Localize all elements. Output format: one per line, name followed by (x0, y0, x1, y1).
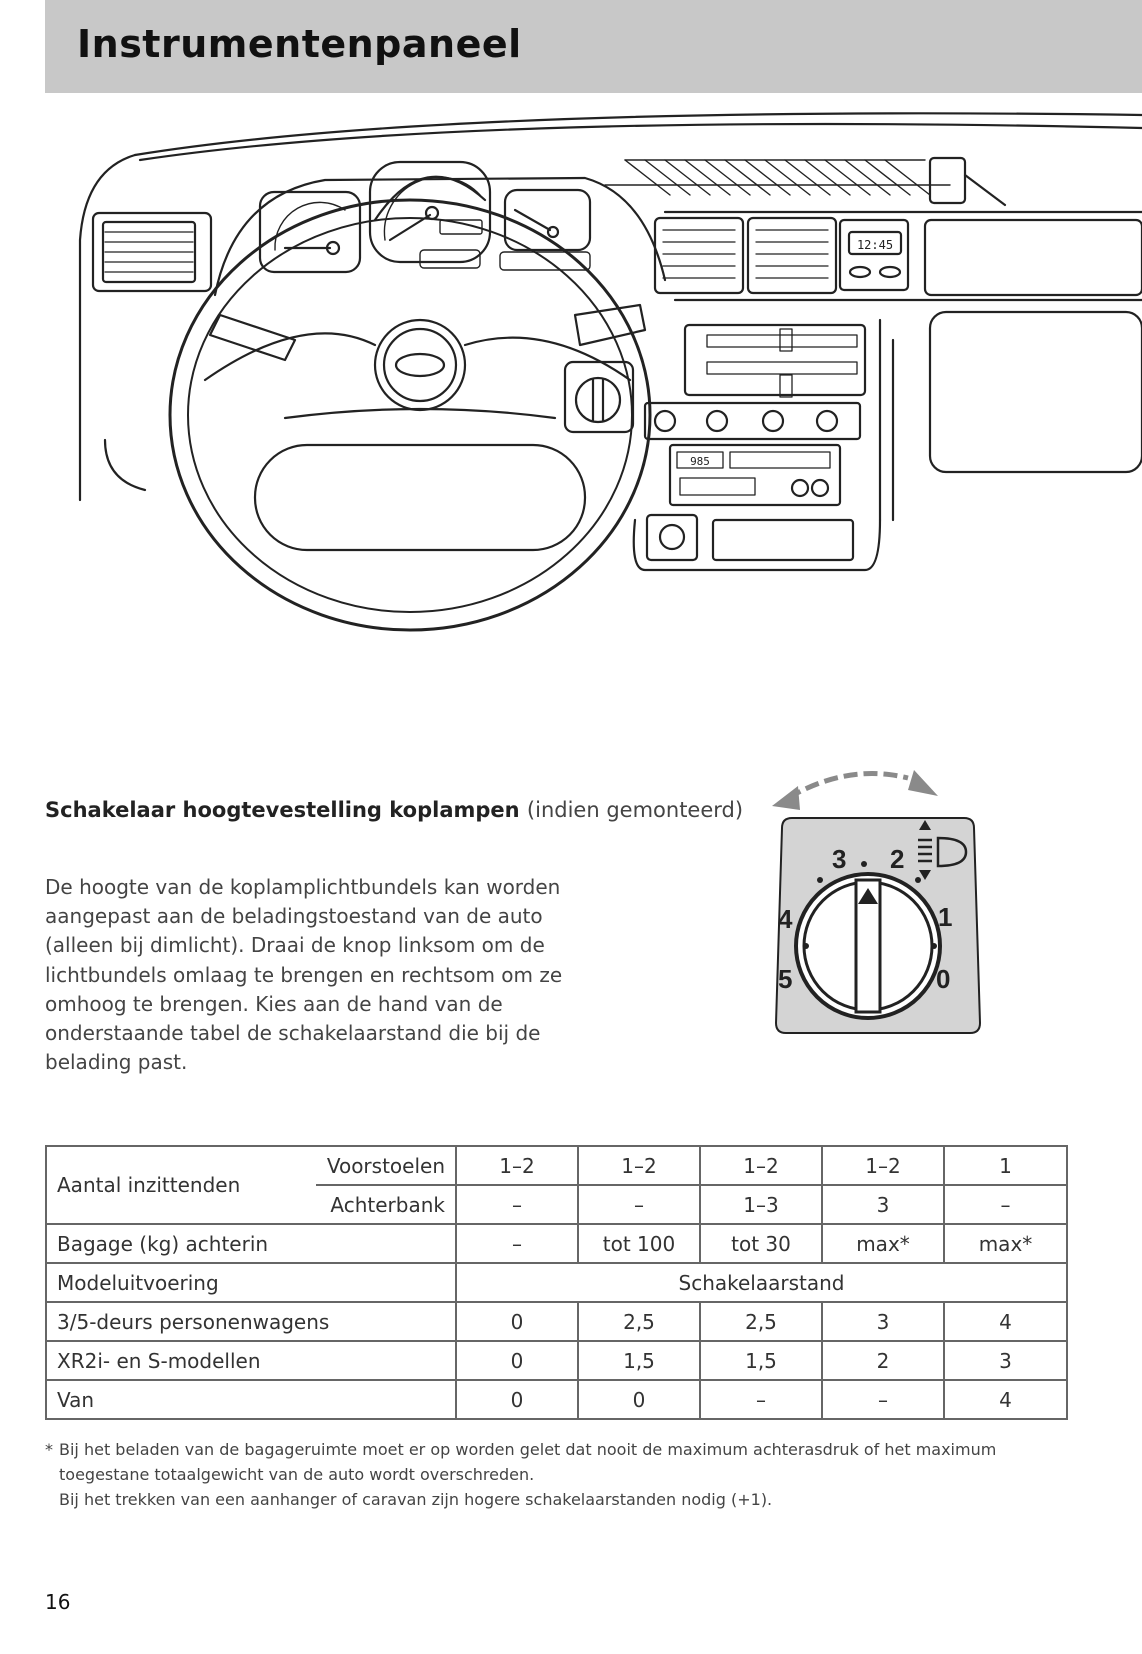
group-label: Aantal inzittenden (45, 1145, 316, 1225)
demister-grille (604, 159, 951, 196)
table-row: Achterbank – – 1–3 3 – (46, 1184, 1068, 1225)
header-band (45, 0, 1142, 93)
table-cell: 4 (943, 1379, 1068, 1420)
center-air-vents (653, 216, 838, 295)
footnote-marker: * (45, 1440, 53, 1459)
knob-position-5: 5 (778, 964, 792, 994)
table-cell: 1 (943, 1145, 1068, 1186)
model-label: Modeluitvoering (45, 1262, 457, 1303)
table-cell: 2,5 (699, 1301, 823, 1342)
table-cell: – (577, 1184, 701, 1225)
knob-illustration: 3 2 1 0 4 5 (772, 770, 982, 1034)
left-air-vent (91, 211, 213, 293)
table-cell: – (699, 1379, 823, 1420)
radio-unit: 985 (668, 443, 842, 507)
section-heading-bold: Schakelaar hoogtevestelling koplampen (45, 798, 520, 822)
table-row: Aantal inzittenden Voorstoelen 1–2 1–2 1… (45, 1145, 1068, 1225)
table-cell: 0 (455, 1379, 579, 1420)
table-cell: – (455, 1184, 579, 1225)
headlamp-symbol-icon (918, 820, 968, 880)
table-cell: – (821, 1379, 945, 1420)
table-cell: 2 (821, 1340, 945, 1381)
dashboard-clock: 12:45 (838, 218, 910, 292)
table-cell: 3 (821, 1184, 945, 1225)
table-cell: tot 100 (577, 1223, 701, 1264)
table-cell: 3 (943, 1340, 1068, 1381)
section-heading: Schakelaar hoogtevestelling koplampen (i… (45, 795, 743, 826)
table-cell: 0 (455, 1301, 579, 1342)
section-heading-note: (indien gemonteerd) (526, 798, 744, 822)
table-cell: – (455, 1223, 579, 1264)
body-text: De hoogte van de koplamplichtbundels kan… (45, 875, 563, 1075)
table-cell: 1,5 (577, 1340, 701, 1381)
small-headlamp-knob (563, 360, 635, 434)
row-label: XR2i- en S-modellen (45, 1340, 457, 1381)
footnote-line-2: Bij het trekken van een aanhanger of car… (59, 1490, 773, 1509)
table-cell: 1–3 (699, 1184, 823, 1225)
luggage-label: Bagage (kg) achterin (45, 1223, 457, 1264)
table-cell: 0 (455, 1340, 579, 1381)
svg-text:12:45: 12:45 (857, 238, 893, 252)
rear-label: Achterbank (316, 1184, 457, 1225)
table-cell: 3 (821, 1301, 945, 1342)
footnote-line-1: Bij het beladen van de bagageruimte moet… (59, 1440, 997, 1484)
heater-controls (643, 323, 867, 441)
table-cell: max* (943, 1223, 1068, 1264)
knob-position-0: 0 (936, 964, 950, 994)
knob-position-3: 3 (832, 844, 846, 874)
table-cell: – (943, 1184, 1068, 1225)
table-cell: 1–2 (699, 1145, 823, 1186)
table-cell: 1–2 (821, 1145, 945, 1186)
table-row: XR2i- en S-modellen 0 1,5 1,5 2 3 (45, 1340, 1068, 1381)
table-cell: 2,5 (577, 1301, 701, 1342)
table-row: Modeluitvoering Schakelaarstand (45, 1262, 1068, 1303)
front-label: Voorstoelen (316, 1145, 457, 1186)
page-title: Instrumentenpaneel (77, 22, 522, 66)
rotation-arrow (772, 770, 938, 810)
table-cell: 1–2 (455, 1145, 579, 1186)
switch-position-label: Schakelaarstand (455, 1262, 1068, 1303)
instrument-cluster (213, 160, 667, 297)
knob-position-4: 4 (778, 904, 793, 934)
load-table: Aantal inzittenden Voorstoelen 1–2 1–2 1… (45, 1145, 1068, 1420)
table-cell: 0 (577, 1379, 701, 1420)
table-cell: max* (821, 1223, 945, 1264)
knob-position-2: 2 (890, 844, 904, 874)
table-cell: 4 (943, 1301, 1068, 1342)
row-label: Van (45, 1379, 457, 1420)
table-row: Bagage (kg) achterin – tot 100 tot 30 ma… (45, 1223, 1068, 1264)
dashboard-illustration: 12:45 (78, 112, 1142, 632)
footnote: * Bij het beladen van de bagageruimte mo… (45, 1437, 1055, 1512)
table-row: 3/5-deurs personenwagens 0 2,5 2,5 3 4 (45, 1301, 1068, 1342)
svg-text:985: 985 (690, 455, 710, 468)
knob-position-1: 1 (938, 902, 952, 932)
steering-wheel (168, 198, 652, 632)
table-row: Van 0 0 – – 4 (45, 1379, 1068, 1420)
table-cell: 1–2 (577, 1145, 701, 1186)
knob-dial (794, 872, 942, 1020)
table-cell: tot 30 (699, 1223, 823, 1264)
page-number: 16 (45, 1590, 71, 1614)
table-cell: 1,5 (699, 1340, 823, 1381)
row-label: 3/5-deurs personenwagens (45, 1301, 457, 1342)
